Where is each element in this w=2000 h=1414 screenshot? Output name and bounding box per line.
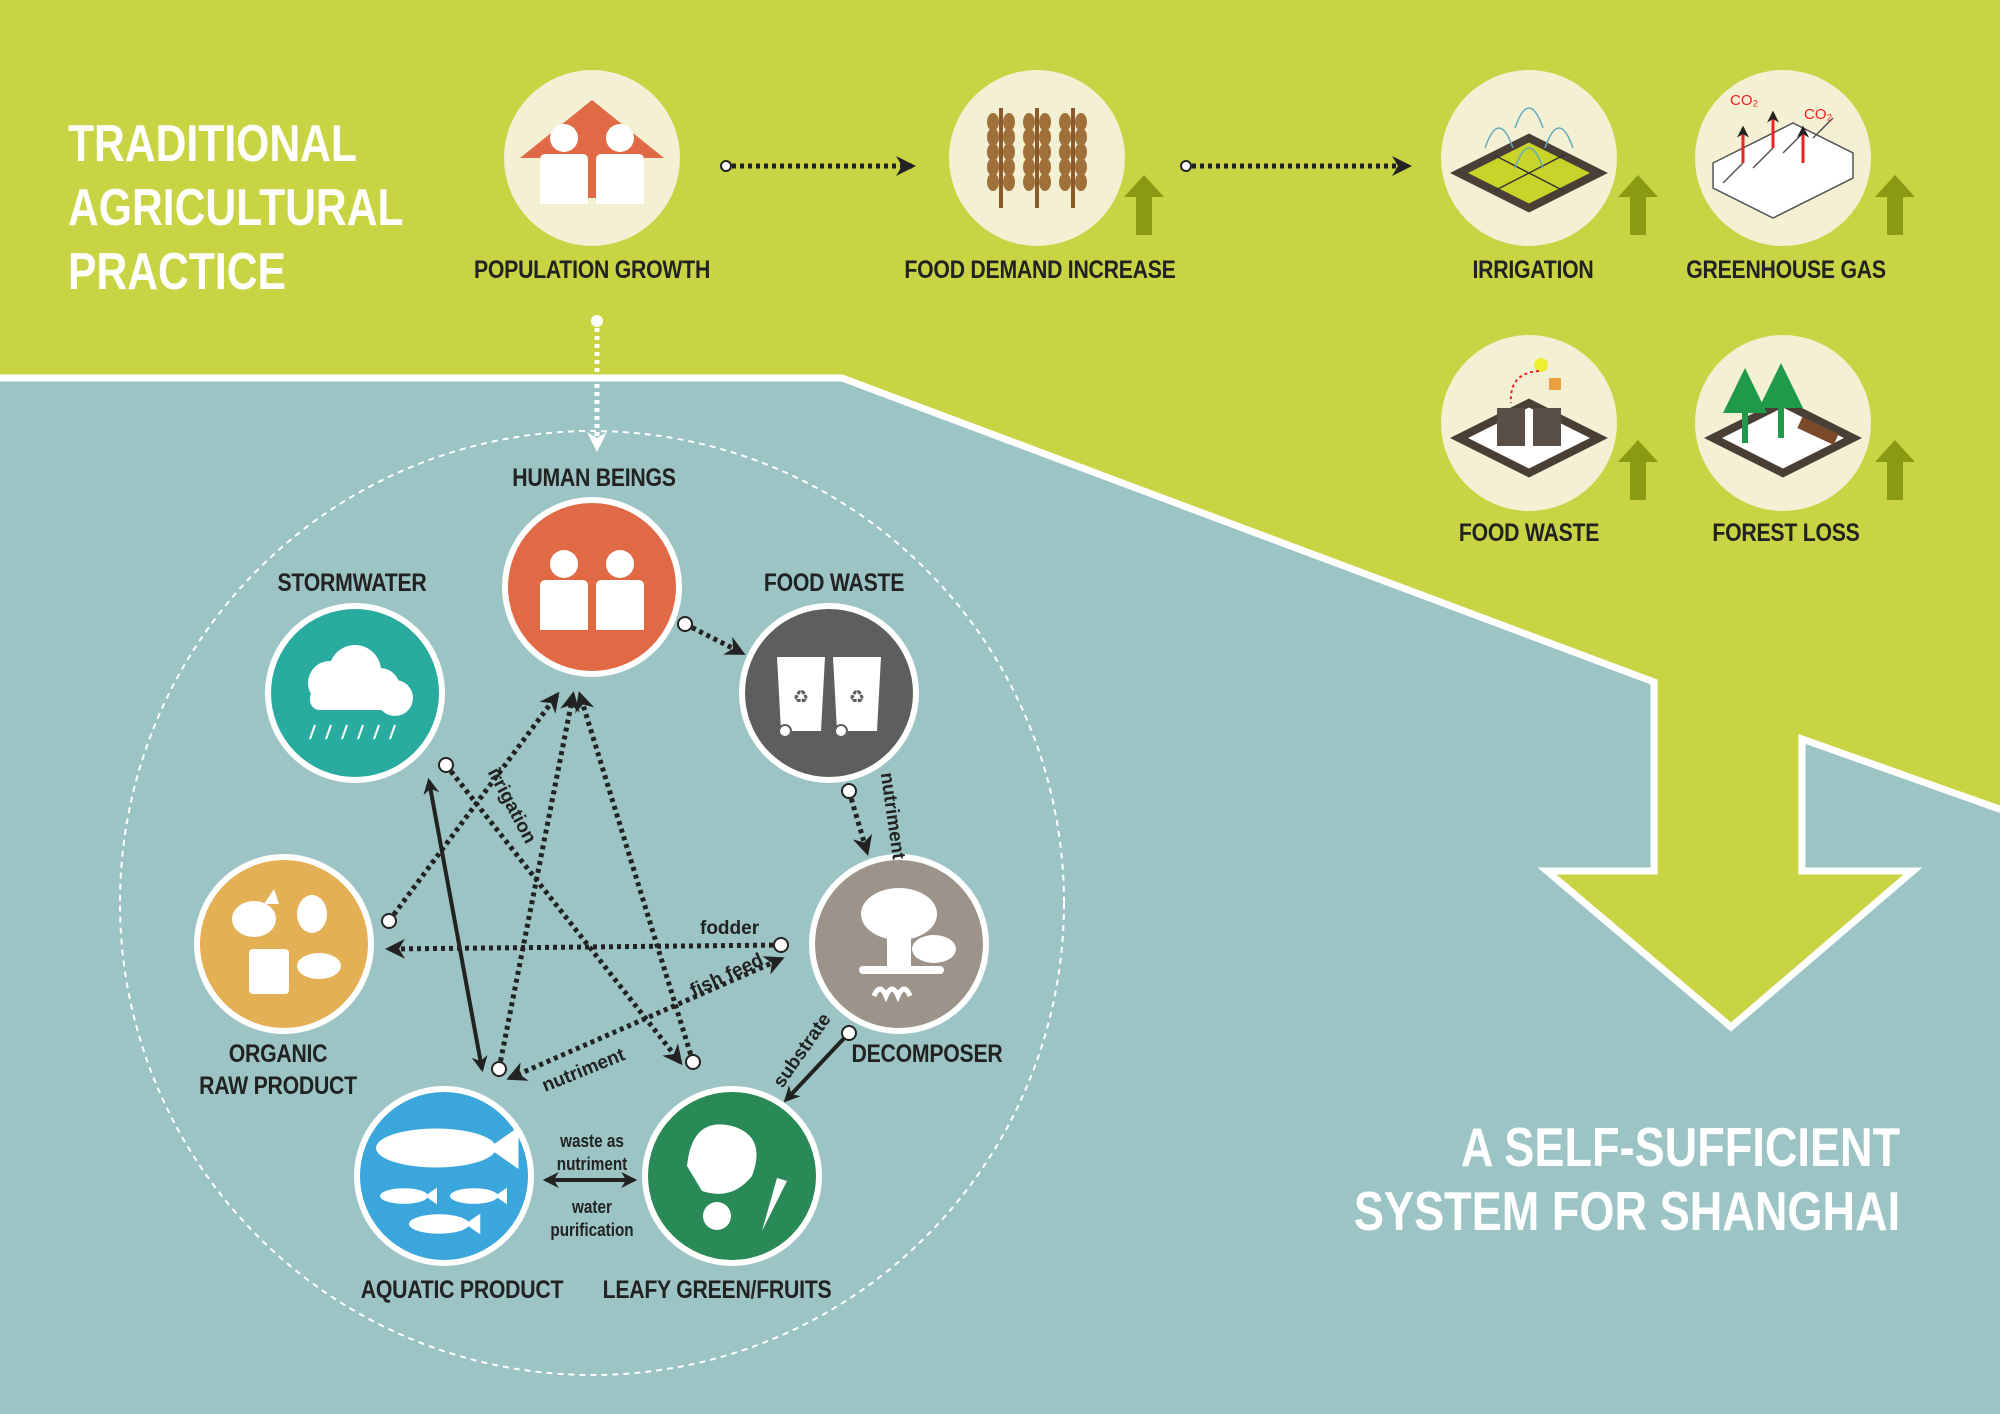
leafy-green-fruits-icon: [642, 1086, 822, 1266]
label-human-beings: HUMAN BEINGS: [512, 464, 676, 492]
irrigation-icon: [1441, 70, 1617, 246]
label-food-waste: FOOD WASTE: [1458, 519, 1600, 547]
label-greenhouse-gas: GREENHOUSE GAS: [1686, 256, 1886, 284]
flow-decomposer-to-leafy: [783, 1025, 857, 1103]
cycle-flows: [381, 616, 873, 1188]
conclusion-title: A SELF-SUFFICIENT SYSTEM FOR SHANGHAI: [1354, 1115, 1900, 1243]
co2-label: CO₂: [1730, 92, 1759, 109]
decomposer-icon: [809, 854, 989, 1034]
label-food-demand-increase: FOOD DEMAND INCREASE: [904, 256, 1176, 284]
up-arrow-icon: [1618, 440, 1658, 500]
food-demand-icon: [949, 70, 1125, 246]
cycle-boundary: [119, 430, 1065, 1376]
label-line: nutriment: [556, 1154, 628, 1174]
title-line: A SELF-SUFFICIENT: [1460, 1116, 1900, 1178]
title-line: TRADITIONAL: [68, 115, 357, 173]
flow-decomposer-to-organic: [385, 937, 789, 959]
label-stormwater: STORMWATER: [277, 569, 427, 597]
flow-arrow-demand-to-impacts: [1180, 156, 1412, 176]
flow-label-waste-as-nutriment: waste as nutriment: [557, 1130, 628, 1176]
title-line: SYSTEM FOR SHANGHAI: [1353, 1180, 1900, 1242]
flow-label-fodder: fodder: [700, 918, 760, 939]
title-line: AGRICULTURAL: [68, 179, 404, 237]
up-arrow-icon: [1618, 175, 1658, 235]
co2-label: CO₂: [1804, 106, 1833, 123]
flow-fishfeed-nutriment: [506, 956, 785, 1081]
flow-label-water-purification: water purification: [550, 1196, 633, 1242]
stormwater-icon: [265, 603, 445, 783]
up-arrow-icon: [1124, 175, 1164, 235]
human-beings-icon: [502, 497, 682, 677]
flow-leafy-to-human: [575, 691, 701, 1070]
label-aquatic-product: AQUATIC PRODUCT: [360, 1276, 564, 1304]
label-line: purification: [550, 1220, 634, 1240]
label-decomposer: DECOMPOSER: [851, 1040, 1003, 1068]
up-arrow-icon: [1875, 440, 1915, 500]
traditional-practice-region: [0, 0, 2000, 1032]
up-arrow-icon: [1875, 175, 1915, 235]
label-forest-loss: FOREST LOSS: [1712, 519, 1860, 547]
greenhouse-gas-icon: [1695, 70, 1871, 246]
title-line: PRACTICE: [68, 243, 286, 301]
flow-arrow-population-to-cycle: [587, 315, 607, 452]
flow-arrow-population-to-demand: [720, 156, 916, 176]
flow-organic-to-human: [381, 691, 560, 929]
aquatic-product-icon: [354, 1086, 534, 1266]
flow-foodwaste-to-decomposer: [841, 783, 873, 856]
svg-text:♻: ♻: [793, 687, 809, 707]
label-line: water: [572, 1197, 612, 1217]
label-leafy-green-fruits: LEAFY GREEN/FRUITS: [602, 1276, 832, 1304]
label-line: ORGANIC: [228, 1040, 328, 1068]
label-cycle-food-waste: FOOD WASTE: [763, 569, 905, 597]
forest-loss-icon: [1695, 335, 1871, 511]
svg-text:♻: ♻: [849, 687, 865, 707]
label-line: waste as: [560, 1131, 624, 1151]
flow-aquatic-to-human: [491, 691, 580, 1077]
label-organic-raw-product: ORGANIC RAW PRODUCT: [199, 1038, 357, 1102]
label-population-growth: POPULATION GROWTH: [473, 256, 711, 284]
cycle-food-waste-icon: ♻♻: [739, 603, 919, 783]
label-irrigation: IRRIGATION: [1472, 256, 1594, 284]
population-growth-icon: [504, 70, 680, 246]
organic-raw-product-icon: [194, 854, 374, 1034]
flow-human-to-foodwaste: [677, 616, 746, 656]
page-title: TRADITIONAL AGRICULTURAL PRACTICE: [68, 112, 404, 304]
increase-arrows: [1124, 175, 1915, 500]
label-line: RAW PRODUCT: [199, 1072, 357, 1100]
food-waste-icon: [1441, 335, 1617, 511]
flow-stormwater-aquatic: [423, 777, 488, 1073]
